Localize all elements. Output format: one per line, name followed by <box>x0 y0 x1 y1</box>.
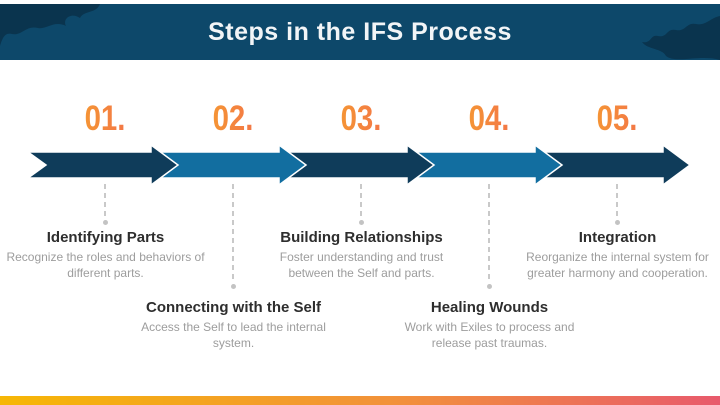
connector-line-3 <box>360 184 362 218</box>
connector-dot-4 <box>487 284 492 289</box>
step-number-4: 04. <box>447 100 531 138</box>
arrow-segment-3 <box>277 143 436 187</box>
footer-accent-bar <box>0 396 720 405</box>
step-item-2: Connecting with the Self Access the Self… <box>131 299 336 351</box>
arrow-segment-5 <box>533 143 692 187</box>
connector-dot-3 <box>359 220 364 225</box>
page-title: Steps in the IFS Process <box>208 17 512 46</box>
step-description: Recognize the roles and behaviors of dif… <box>6 250 205 280</box>
step-item-3: Building Relationships Foster understand… <box>259 229 464 281</box>
connector-dot-1 <box>103 220 108 225</box>
step-description: Work with Exiles to process and release … <box>404 320 575 350</box>
connector-line-4 <box>488 184 490 282</box>
timeline-arrows <box>25 143 692 187</box>
connector-line-5 <box>616 184 618 218</box>
step-item-4: Healing Wounds Work with Exiles to proce… <box>387 299 592 351</box>
step-title: Integration <box>578 229 657 246</box>
arrow-segment-1 <box>25 143 180 187</box>
connector-dot-5 <box>615 220 620 225</box>
step-number-2: 02. <box>191 100 275 138</box>
step-description: Access the Self to lead the internal sys… <box>141 320 326 350</box>
step-title: Identifying Parts <box>46 229 165 246</box>
step-number-5: 05. <box>575 100 659 138</box>
header-cloud-left <box>0 4 100 46</box>
step-number-1: 01. <box>63 100 147 138</box>
step-item-5: Integration Reorganize the internal syst… <box>515 229 720 281</box>
arrow-segment-4 <box>405 143 564 187</box>
connector-line-2 <box>232 184 234 282</box>
step-title: Building Relationships <box>280 229 443 246</box>
header-cloud-right <box>642 16 720 60</box>
header-decoration <box>0 4 720 60</box>
arrow-segment-2 <box>149 143 308 187</box>
step-item-1: Identifying Parts Recognize the roles an… <box>3 229 208 281</box>
step-description: Reorganize the internal system for great… <box>526 250 709 280</box>
connector-dot-2 <box>231 284 236 289</box>
step-description: Foster understanding and trust between t… <box>279 250 444 280</box>
step-title: Healing Wounds <box>430 299 549 316</box>
header-band: Steps in the IFS Process <box>0 4 720 60</box>
step-title: Connecting with the Self <box>146 299 321 316</box>
connector-line-1 <box>104 184 106 218</box>
step-number-3: 03. <box>319 100 403 138</box>
